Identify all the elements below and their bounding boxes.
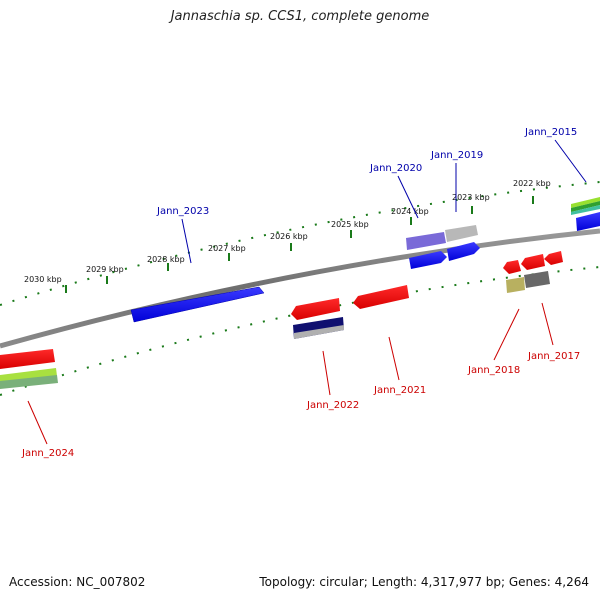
gene-label-jann-2023[interactable]: Jann_2023 (156, 206, 209, 217)
leader-line (493, 308, 520, 361)
leader-line (322, 350, 331, 396)
genome-backbone (0, 228, 600, 349)
leader-line (554, 139, 587, 183)
accession-text: Accession: NC_007802 (9, 575, 146, 589)
gene-arrow[interactable] (294, 325, 344, 339)
gene-arrow[interactable] (445, 225, 478, 242)
leader-line (388, 336, 400, 381)
gene-arrow[interactable] (130, 286, 265, 323)
gene-label-jann-2019[interactable]: Jann_2019 (430, 150, 483, 161)
forward-features (130, 197, 600, 323)
gene-label-jann-2018[interactable]: Jann_2018 (467, 365, 520, 376)
label-leaders (27, 139, 587, 445)
gene-arrow[interactable] (576, 212, 600, 231)
tick-label-2030: 2030 kbp (24, 275, 62, 284)
tick-label-2026: 2026 kbp (270, 232, 308, 241)
gene-label-jann-2022[interactable]: Jann_2022 (306, 400, 359, 411)
leader-line (397, 175, 419, 219)
tick-label-2027: 2027 kbp (208, 244, 246, 253)
tick-label-2025: 2025 kbp (331, 220, 369, 229)
leader-line (181, 218, 192, 264)
gene-arrow[interactable] (353, 285, 409, 309)
gene-label-jann-2017[interactable]: Jann_2017 (527, 351, 580, 362)
gene-arrow[interactable] (409, 251, 447, 269)
leader-line (541, 302, 554, 346)
tick-label-2024: 2024 kbp (391, 207, 429, 216)
gene-arrow[interactable] (524, 271, 550, 288)
gene-label-jann-2015[interactable]: Jann_2015 (524, 127, 577, 138)
gene-arrow[interactable] (503, 260, 521, 274)
gene-arrow[interactable] (0, 375, 58, 389)
leader-line (27, 400, 48, 445)
gene-arrow[interactable] (0, 368, 57, 382)
gene-arrow[interactable] (571, 201, 600, 212)
gene-label-jann-2024[interactable]: Jann_2024 (21, 448, 74, 459)
gene-arrow[interactable] (571, 205, 600, 215)
gene-arrow[interactable] (521, 254, 545, 270)
major-ticks: 2030 kbp 2029 kbp 2028 kbp 2027 kbp 2026… (24, 179, 551, 293)
gene-arrow[interactable] (0, 349, 55, 369)
tick-label-2028: 2028 kbp (147, 255, 185, 264)
gene-label-jann-2021[interactable]: Jann_2021 (373, 385, 426, 396)
gene-arrow[interactable] (447, 242, 480, 261)
gene-arrow[interactable] (506, 277, 525, 293)
gene-arrow[interactable] (406, 232, 446, 250)
tick-label-2023: 2023 kbp (452, 193, 490, 202)
gene-arrow[interactable] (291, 298, 340, 320)
gene-arrow[interactable] (571, 197, 600, 208)
tick-label-2022: 2022 kbp (513, 179, 551, 188)
reverse-features (0, 251, 563, 389)
gene-arrow[interactable] (544, 251, 563, 265)
map-title: Jannaschia sp. CCS1, complete genome (170, 9, 430, 24)
genome-summary: Topology: circular; Length: 4,317,977 bp… (259, 575, 589, 589)
gene-labels: Jann_2015 Jann_2019 Jann_2020 Jann_2023 … (21, 127, 580, 459)
gene-label-jann-2020[interactable]: Jann_2020 (369, 163, 422, 174)
tick-label-2029: 2029 kbp (86, 265, 124, 274)
